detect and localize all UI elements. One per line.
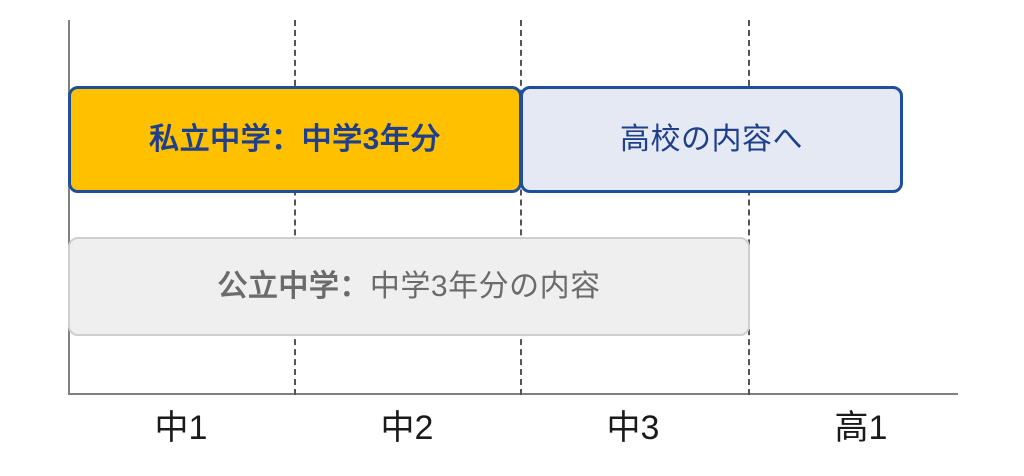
- gridline-year-2: [520, 20, 522, 395]
- gridline-year-3: [748, 20, 750, 395]
- bar-private-middle-school-label-regular: 中学3年分: [301, 122, 441, 156]
- bar-private-middle-school: 私立中学：中学3年分: [68, 86, 522, 193]
- x-tick-label-3: 高1: [834, 409, 888, 447]
- gridline-year-1: [294, 20, 296, 395]
- bar-public-middle-school-label-regular: 中学3年分の内容: [369, 269, 601, 303]
- x-tick-label-0: 中1: [154, 409, 208, 447]
- bar-public-middle-school: 公立中学：中学3年分の内容: [68, 237, 750, 336]
- x-axis-line: [68, 393, 958, 395]
- bar-private-high-school: 高校の内容へ: [520, 86, 903, 193]
- bar-private-middle-school-label: 私立中学：中学3年分: [149, 122, 441, 156]
- bar-private-middle-school-label-bold: 私立中学：: [149, 122, 302, 156]
- bar-public-middle-school-label-bold: 公立中学：: [217, 269, 370, 303]
- y-axis-line: [68, 20, 70, 395]
- x-tick-label-1: 中2: [380, 409, 434, 447]
- bar-public-middle-school-label: 公立中学：中学3年分の内容: [217, 269, 601, 303]
- x-tick-label-2: 中3: [606, 409, 660, 447]
- bar-private-high-school-label: 高校の内容へ: [620, 122, 803, 156]
